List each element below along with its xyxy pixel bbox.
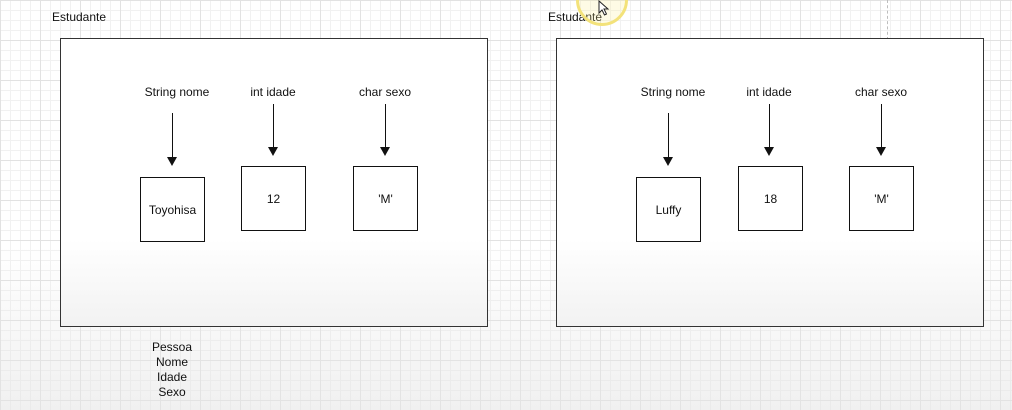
arrow-down-icon — [663, 113, 673, 166]
object-1-field-nome-value[interactable]: Toyohisa — [140, 177, 205, 242]
object-1-nome-value-text: Toyohisa — [148, 202, 197, 217]
object-2-field-nome-value[interactable]: Luffy — [636, 177, 701, 242]
class-note-attribute: Sexo — [158, 385, 186, 399]
class-note[interactable]: Pessoa Nome Idade Sexo — [140, 340, 204, 400]
class-note-title: Pessoa — [151, 340, 193, 354]
object-1-field-sexo-label[interactable]: char sexo — [358, 85, 412, 99]
class-note-attribute: Idade — [156, 370, 188, 384]
class-note-attribute: Nome — [155, 355, 188, 369]
arrow-down-icon — [268, 104, 278, 156]
object-2-field-sexo-value[interactable]: 'M' — [849, 166, 914, 231]
object-1-field-idade-value[interactable]: 12 — [241, 166, 306, 231]
object-1-field-sexo-value[interactable]: 'M' — [353, 166, 418, 231]
object-1-sexo-value-text: 'M' — [378, 191, 393, 206]
object-2-field-idade-label[interactable]: int idade — [746, 85, 792, 99]
mouse-pointer-icon — [598, 0, 610, 16]
arrow-down-icon — [876, 104, 886, 156]
object-2-field-nome-label[interactable]: String nome — [640, 85, 706, 99]
object-2-idade-value-text: 18 — [763, 191, 778, 206]
object-2-nome-value-text: Luffy — [655, 202, 682, 217]
object-2-field-sexo-label[interactable]: char sexo — [854, 85, 908, 99]
object-1-field-nome-label[interactable]: String nome — [144, 85, 210, 99]
object-2-field-idade-value[interactable]: 18 — [738, 166, 803, 231]
object-1-title[interactable]: Estudante — [52, 10, 107, 24]
object-2-sexo-value-text: 'M' — [874, 191, 889, 206]
arrow-down-icon — [167, 113, 177, 166]
arrow-down-icon — [380, 104, 390, 156]
arrow-down-icon — [764, 104, 774, 156]
object-1-field-idade-label[interactable]: int idade — [250, 85, 296, 99]
object-1-idade-value-text: 12 — [266, 191, 281, 206]
canvas-guide-line — [887, 0, 888, 40]
